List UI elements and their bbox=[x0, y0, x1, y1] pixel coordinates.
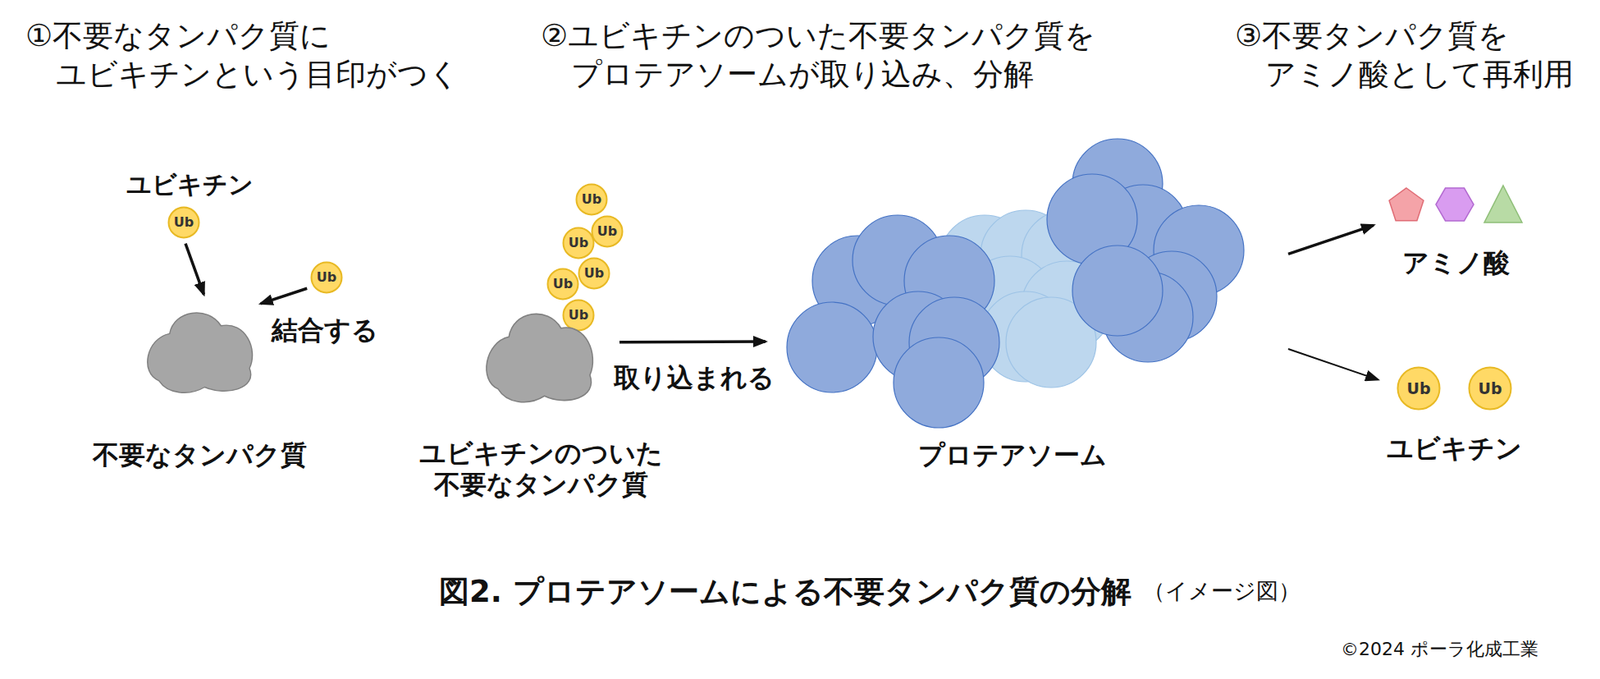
arrow-connector bbox=[185, 243, 204, 295]
ubiquitin-circle: Ub bbox=[575, 182, 608, 216]
ub-label: Ub bbox=[562, 226, 595, 260]
ubiquitin-circle: Ub bbox=[1396, 365, 1441, 411]
ubiquitin-circle: Ub bbox=[562, 226, 595, 260]
figure-title: 図2. プロテアソームによる不要タンパク質の分解 bbox=[438, 571, 1132, 611]
ubiquitin-group: ユビキチンUbUb bbox=[1394, 364, 1514, 412]
ubiquitin-circle: Ub bbox=[577, 256, 611, 290]
protein-shape bbox=[147, 312, 253, 393]
ubiquitin-circle: Ub bbox=[546, 267, 580, 301]
part-name: ユビキチン bbox=[126, 169, 254, 201]
proteasome-subunit bbox=[893, 337, 984, 428]
edge-label: 結合する bbox=[269, 313, 381, 348]
ub-label: Ub bbox=[575, 182, 608, 216]
node-label: ユビキチン bbox=[1386, 432, 1523, 464]
ub-label: Ub bbox=[590, 214, 624, 248]
ub-label: Ub bbox=[310, 260, 343, 294]
node-label: プロテアソーム bbox=[918, 438, 1107, 471]
ubiquitin-circle: Ub bbox=[310, 260, 343, 294]
ub-label: Ub bbox=[577, 256, 611, 290]
arrow-connector bbox=[1288, 224, 1374, 254]
ub-label: Ub bbox=[167, 205, 201, 239]
protein-shape bbox=[486, 313, 594, 402]
amino-acid-shape bbox=[1435, 187, 1474, 221]
ub-label: Ub bbox=[1467, 365, 1513, 411]
ubiquitin-circle: Ub bbox=[1467, 365, 1513, 411]
protein-blob: 不要なタンパク質 bbox=[142, 301, 257, 397]
amino-acid-group: アミノ酸 bbox=[1389, 182, 1523, 227]
title-note: （イメージ図） bbox=[1142, 576, 1301, 606]
step-heading: ③不要タンパク質を アミノ酸として再利用 bbox=[1234, 16, 1588, 95]
amino-acid-shape bbox=[1389, 187, 1424, 221]
ub-label: Ub bbox=[562, 298, 595, 332]
node-label: 不要なタンパク質 bbox=[92, 438, 307, 471]
ubiquitin-circle: Ub bbox=[562, 298, 595, 332]
ub-label: Ub bbox=[546, 267, 580, 301]
ub-label: Ub bbox=[1396, 365, 1441, 411]
ubiquitin-circle: Ub bbox=[590, 214, 624, 248]
node-outline bbox=[1389, 182, 1523, 227]
node-label: アミノ酸 bbox=[1402, 246, 1510, 279]
ubiquitin-circle: Ub bbox=[167, 205, 201, 239]
step-heading: ②ユビキチンのついた不要タンパク質を プロテアソームが取り込み、分解 bbox=[540, 16, 1132, 95]
step-heading: ①不要なタンパク質に ユビキチンという目印がつく bbox=[25, 16, 485, 95]
node-outline bbox=[481, 301, 598, 407]
node-outline bbox=[142, 301, 257, 397]
protein-blob: ユビキチンのついた 不要なタンパク質 bbox=[481, 301, 598, 407]
amino-acid-shape bbox=[1484, 185, 1523, 223]
edge-label: 取り込まれる bbox=[611, 361, 778, 395]
node-label: ユビキチンのついた 不要なタンパク質 bbox=[413, 437, 668, 501]
proteasome-subunit bbox=[1072, 245, 1163, 336]
proteasome: プロテアソーム bbox=[780, 137, 1245, 429]
proteasome-subunit bbox=[786, 301, 878, 393]
copyright-note: ©2024 ポーラ化成工業 bbox=[1340, 637, 1539, 661]
arrow-connector bbox=[1288, 348, 1378, 380]
arrow-connector bbox=[619, 339, 766, 343]
node-outline bbox=[780, 137, 1245, 429]
arrow-connector bbox=[260, 288, 307, 304]
